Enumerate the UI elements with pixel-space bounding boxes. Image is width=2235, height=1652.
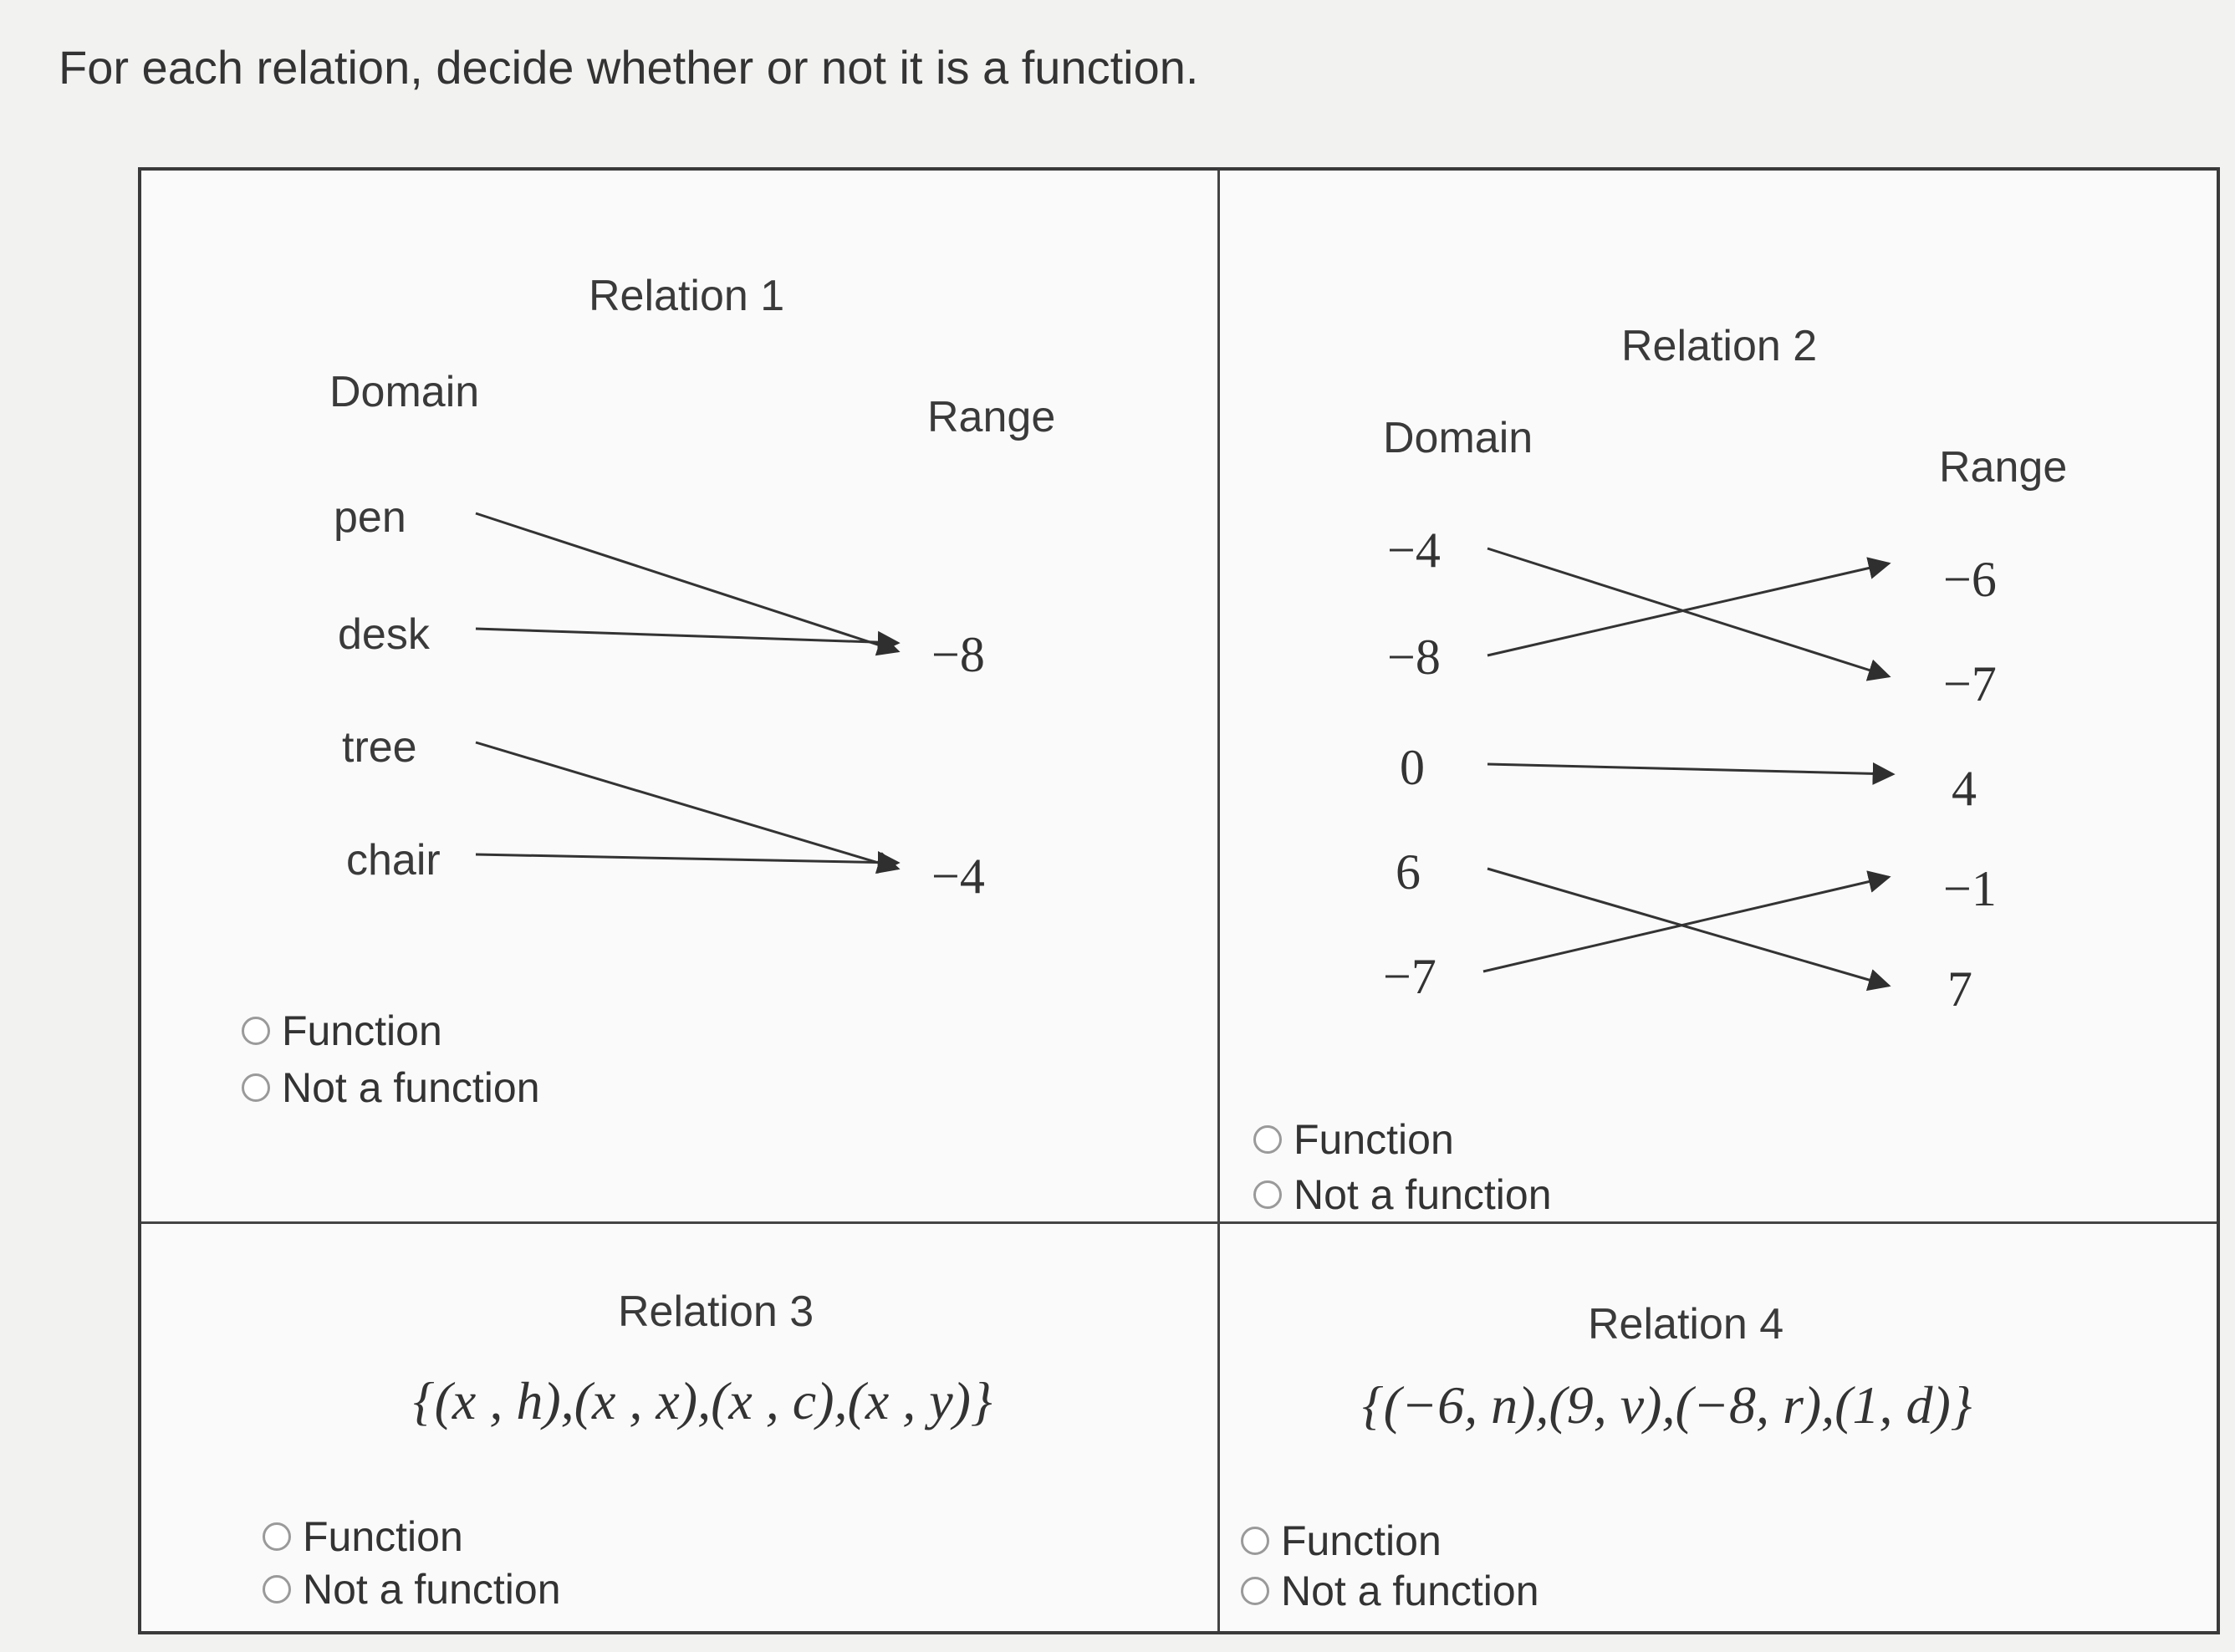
relation-2-range-label: Range xyxy=(1939,443,2068,492)
relation-1-not-function-option[interactable]: Not a function xyxy=(242,1063,540,1112)
relation-3-function-option[interactable]: Function xyxy=(263,1512,463,1561)
relation-2-domain-item: −7 xyxy=(1383,949,1436,1004)
relation-1-domain-label: Domain xyxy=(329,368,480,416)
option-label: Function xyxy=(303,1513,463,1560)
relation-1-arrow xyxy=(475,741,901,874)
option-label: Function xyxy=(1281,1517,1442,1564)
relation-1-domain-item: desk xyxy=(338,610,430,659)
relation-2-arrow xyxy=(1487,557,1891,657)
relation-1-domain-item: tree xyxy=(342,723,417,772)
relation-2-arrow xyxy=(1487,762,1896,785)
relation-2-domain-item: 0 xyxy=(1400,740,1425,795)
relation-1-function-option[interactable]: Function xyxy=(242,1007,442,1055)
relation-1-range-label: Range xyxy=(927,393,1056,441)
radio-button[interactable] xyxy=(1253,1180,1282,1209)
relation-1-domain-item: pen xyxy=(334,493,406,542)
relation-2-domain-item: −4 xyxy=(1387,523,1441,578)
relation-1-range-item: −8 xyxy=(931,627,985,682)
radio-button[interactable] xyxy=(263,1575,291,1604)
relation-3-not-function-option[interactable]: Not a function xyxy=(263,1565,561,1614)
option-label: Not a function xyxy=(282,1064,540,1111)
relation-1-title: Relation 1 xyxy=(589,272,785,320)
relation-1-range-item: −4 xyxy=(931,849,985,904)
relation-1-panel: Relation 1 Domain Range pen desk tree ch… xyxy=(141,171,1220,1224)
radio-button[interactable] xyxy=(242,1073,270,1102)
radio-button[interactable] xyxy=(1241,1577,1269,1605)
relation-3-title: Relation 3 xyxy=(618,1287,814,1336)
relation-2-domain-item: −8 xyxy=(1387,630,1441,685)
relation-3-set: {(x , h),(x , x),(x , c),(x , y)} xyxy=(413,1371,992,1430)
radio-button[interactable] xyxy=(1241,1527,1269,1555)
radio-button[interactable] xyxy=(1253,1125,1282,1154)
relation-2-range-item: −6 xyxy=(1943,552,1997,607)
relation-1-arrows xyxy=(475,512,901,874)
relation-2-arrow xyxy=(1487,867,1891,992)
relation-2-arrow xyxy=(1487,547,1891,681)
relation-3-panel: Relation 3 {(x , h),(x , x),(x , c),(x ,… xyxy=(141,1224,1220,1631)
relation-1-arrow xyxy=(475,851,901,874)
relation-2-range-item: −7 xyxy=(1943,656,1997,711)
relation-2-range-item: −1 xyxy=(1943,861,1997,916)
relation-2-function-option[interactable]: Function xyxy=(1253,1115,1454,1164)
instruction-text: For each relation, decide whether or not… xyxy=(59,41,1199,94)
relation-2-arrows xyxy=(1482,547,1896,992)
relation-4-function-option[interactable]: Function xyxy=(1241,1517,1442,1565)
relation-1-arrow xyxy=(475,627,901,654)
option-label: Function xyxy=(1294,1116,1454,1163)
relation-2-domain-label: Domain xyxy=(1383,414,1533,462)
relation-4-title: Relation 4 xyxy=(1588,1300,1784,1349)
relation-2-title: Relation 2 xyxy=(1621,322,1818,370)
option-label: Not a function xyxy=(1281,1568,1539,1614)
option-label: Not a function xyxy=(1294,1171,1552,1218)
option-label: Not a function xyxy=(303,1566,561,1613)
radio-button[interactable] xyxy=(242,1017,270,1045)
option-label: Function xyxy=(282,1007,442,1054)
relation-4-set: {(−6, n),(9, v),(−8, r),(1, d)} xyxy=(1362,1375,1972,1435)
radio-button[interactable] xyxy=(263,1522,291,1551)
relation-4-not-function-option[interactable]: Not a function xyxy=(1241,1567,1539,1615)
relation-1-domain-item: chair xyxy=(346,836,441,885)
relation-2-range-item: 4 xyxy=(1952,761,1977,816)
relation-1-arrow xyxy=(475,512,901,656)
relation-4-panel: Relation 4 {(−6, n),(9, v),(−8, r),(1, d… xyxy=(1220,1224,2217,1631)
relation-2-not-function-option[interactable]: Not a function xyxy=(1253,1170,1552,1219)
relation-2-range-item: 7 xyxy=(1947,961,1972,1017)
relation-2-panel: Relation 2 Domain Range −4 −8 0 6 −7 −6 … xyxy=(1220,171,2217,1224)
relation-2-arrow xyxy=(1482,870,1891,973)
relation-2-domain-item: 6 xyxy=(1396,844,1421,900)
relations-grid: Relation 1 Domain Range pen desk tree ch… xyxy=(138,167,2220,1634)
